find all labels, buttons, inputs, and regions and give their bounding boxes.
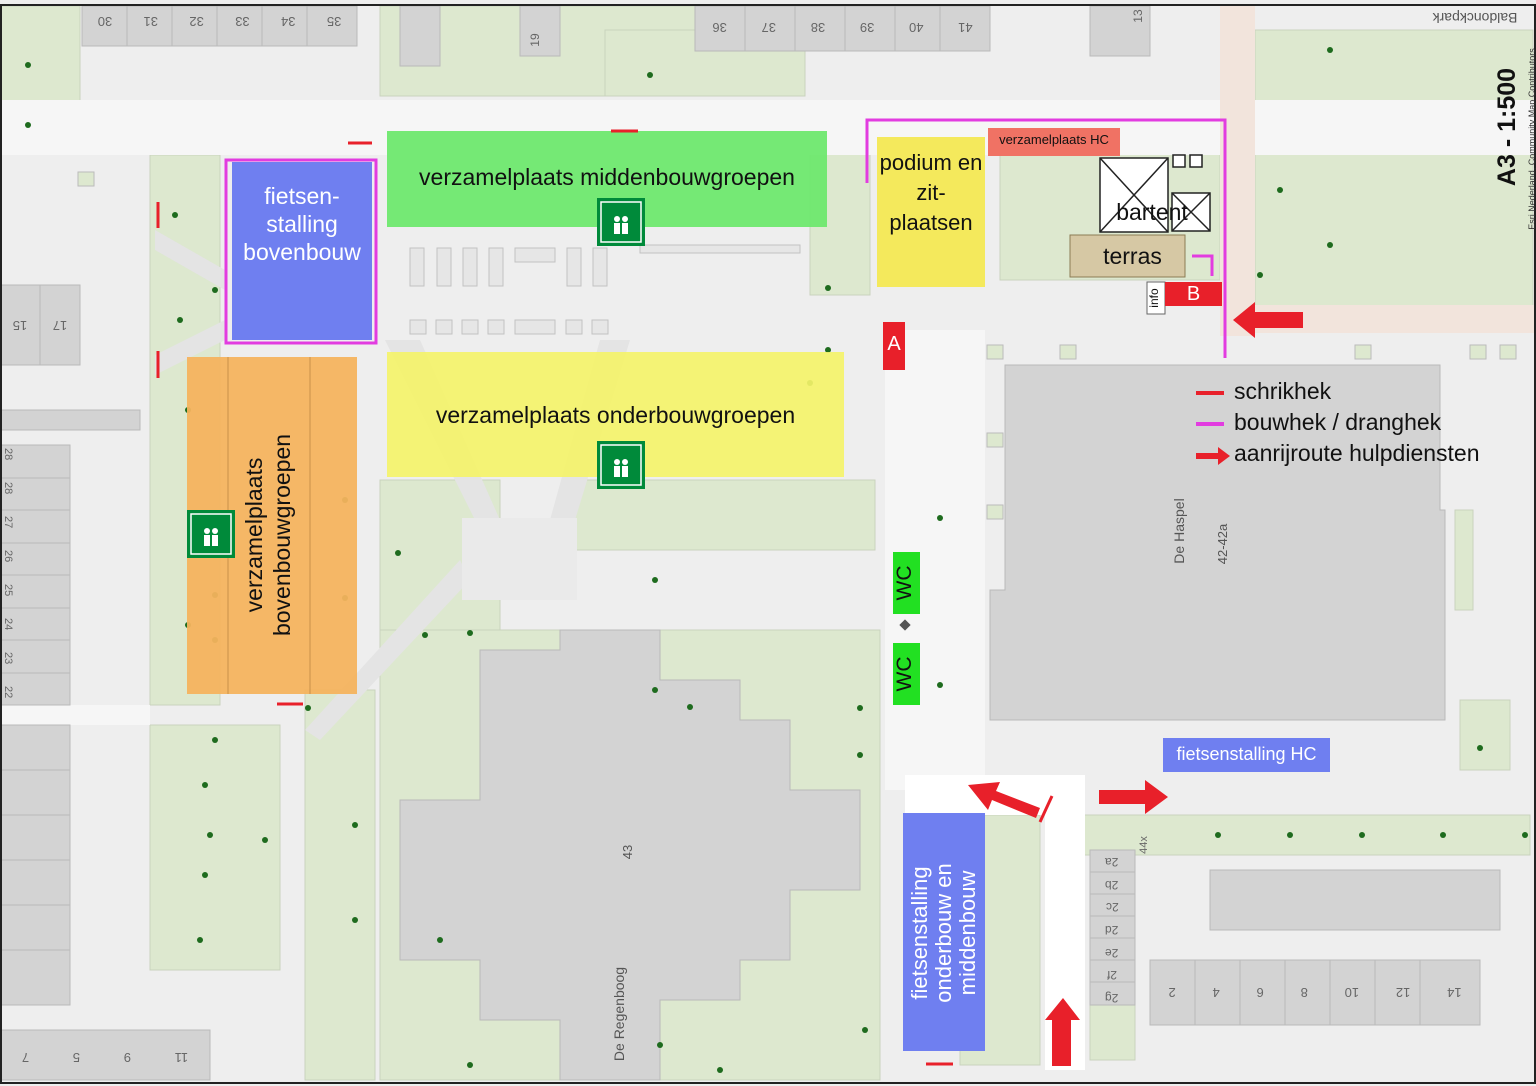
bartent-shape (1099, 154, 1211, 233)
legend-bouwhek-swatch (1196, 422, 1224, 426)
emergency-route-arrow-icon (1196, 447, 1230, 465)
label-fietsen-onder-midden: fietsenstalling onderbouw en middenbouw (907, 863, 980, 1003)
house-numbers-right-col: 2a 2b 2c 2d 2e 2f 2g (1105, 855, 1119, 1005)
legend-aanrijroute-label: aanrijroute hulpdiensten (1234, 440, 1480, 466)
legend-schrikhek-label: schrikhek (1234, 378, 1332, 404)
assembly-point-icon (187, 198, 645, 558)
emergency-route-arrow-icon (968, 302, 1303, 1066)
zone-fietsen-bovenbouw (232, 162, 372, 340)
house-number-13: 13 (1131, 9, 1145, 23)
bouwhek-fences (224, 118, 1227, 358)
terras-area (1069, 234, 1186, 278)
label-marker-b: B (1186, 283, 1201, 305)
label-terras: terras (1103, 243, 1162, 269)
label-de-haspel: De Haspel (1171, 498, 1187, 564)
map-legend: schrikhek bouwhek / dranghek aanrijroute… (1196, 378, 1480, 471)
legend-bouwhek: bouwhek / dranghek (1196, 409, 1480, 440)
wc-1 (893, 552, 920, 614)
map-frame (0, 4, 1536, 1084)
label-bartent: bartent (1116, 199, 1188, 225)
label-fietsen-bovenbouw: fietsen-stalling bovenbouw (243, 183, 361, 265)
tree-pits (77, 171, 1517, 520)
zone-fietsen-onder-midden (903, 813, 985, 1051)
scale-title: A3 - 1:500 (1493, 67, 1521, 187)
legend-schrikhek-swatch (1196, 391, 1224, 395)
marker-a (883, 322, 905, 370)
label-info: info (1147, 288, 1161, 308)
zone-podium (877, 137, 985, 287)
house-number-19: 19 (528, 33, 542, 47)
label-wc-1: WC (893, 565, 916, 601)
house-number-44x: 44x (1138, 836, 1150, 854)
label-onderbouw: verzamelplaats onderbouwgroepen (435, 402, 796, 428)
benches (409, 244, 801, 335)
legend-bouwhek-label: bouwhek / dranghek (1234, 409, 1442, 435)
label-bovenbouw-text: verzamelplaats bovenbouwgroepen (241, 433, 295, 637)
attribution: Esri Nederland, Community Map Contributo… (1527, 48, 1536, 230)
label-de-regenboog: De Regenboog (611, 966, 627, 1062)
legend-aanrijroute: aanrijroute hulpdiensten (1196, 440, 1480, 471)
label-verzamel-hc: verzamelplaats HC (999, 132, 1109, 147)
label-bovenbouw: verzamelplaats bovenbouwgroepen (240, 415, 300, 655)
street-label: Baldonckpark (1432, 10, 1518, 27)
house-numbers-left-col: 28 28 27 26 25 24 23 22 (2, 448, 14, 699)
wc-2 (893, 643, 920, 705)
zone-verzamel-hc (988, 128, 1120, 156)
marker-b (1165, 282, 1222, 306)
label-middenbouw: verzamelplaats middenbouwgroepen (419, 164, 795, 190)
schrikhek-gates (156, 129, 1054, 1066)
building-divisions (0, 6, 1421, 1025)
buildings (0, 5, 1501, 1081)
zone-fietsen-hc (1163, 738, 1330, 772)
label-regenboog-nr: 43 (620, 844, 635, 860)
label-marker-a: A (887, 333, 901, 355)
label-haspel-nr: 42-42a (1215, 523, 1230, 565)
label-wc-2: WC (893, 656, 916, 692)
label-podium: podium en zit-plaatsen (879, 150, 983, 235)
legend-schrikhek: schrikhek (1196, 378, 1480, 409)
label-fietsen-hc: fietsenstalling HC (1176, 744, 1317, 764)
